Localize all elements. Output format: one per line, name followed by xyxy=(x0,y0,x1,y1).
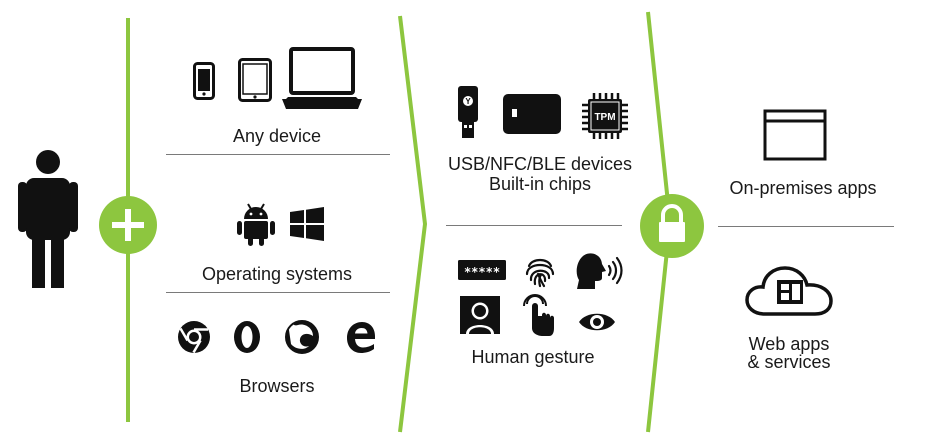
rule-apps xyxy=(718,226,894,227)
lock-icon xyxy=(640,194,704,258)
web-apps-label: Web apps xyxy=(748,334,830,354)
security-key-icon: Y xyxy=(458,86,478,138)
touch-icon xyxy=(523,294,554,336)
eye-icon xyxy=(579,313,615,331)
android-icon xyxy=(237,203,275,246)
smart-card-icon xyxy=(503,94,561,134)
tpm-text: TPM xyxy=(594,112,615,123)
person-icon xyxy=(18,150,78,288)
chrome-icon xyxy=(178,321,210,354)
pin-icon: ***** xyxy=(458,260,506,280)
tablet-icon xyxy=(238,58,272,102)
usb-devices-label: USB/NFC/BLE devices xyxy=(447,154,633,174)
firefox-icon xyxy=(285,320,319,354)
rule-authenticators xyxy=(446,225,622,226)
key-letter: Y xyxy=(465,97,471,106)
chevron-divider-1 xyxy=(398,15,428,433)
on-premises-apps-label: On-premises apps xyxy=(729,178,877,198)
tpm-chip-icon: TPM xyxy=(582,93,628,139)
operating-systems-label: Operating systems xyxy=(201,264,353,284)
built-in-chips-label: Built-in chips xyxy=(488,174,592,194)
human-gesture-label: Human gesture xyxy=(471,347,595,367)
any-device-label: Any device xyxy=(232,126,322,146)
cloud-icon xyxy=(745,266,833,316)
rule-devices xyxy=(166,154,390,155)
face-icon xyxy=(460,296,500,334)
opera-icon xyxy=(234,321,260,353)
rule-os xyxy=(166,292,390,293)
window-icon xyxy=(763,109,827,161)
web-services-label: & services xyxy=(747,352,831,372)
smartphone-icon xyxy=(193,62,215,100)
windows-icon xyxy=(290,207,324,241)
browsers-label: Browsers xyxy=(239,376,315,396)
edge-icon xyxy=(347,322,375,353)
fingerprint-icon xyxy=(525,258,555,288)
laptop-icon xyxy=(282,47,362,109)
pin-text: ***** xyxy=(464,265,500,279)
voice-icon xyxy=(576,253,623,289)
plus-icon xyxy=(99,196,157,254)
